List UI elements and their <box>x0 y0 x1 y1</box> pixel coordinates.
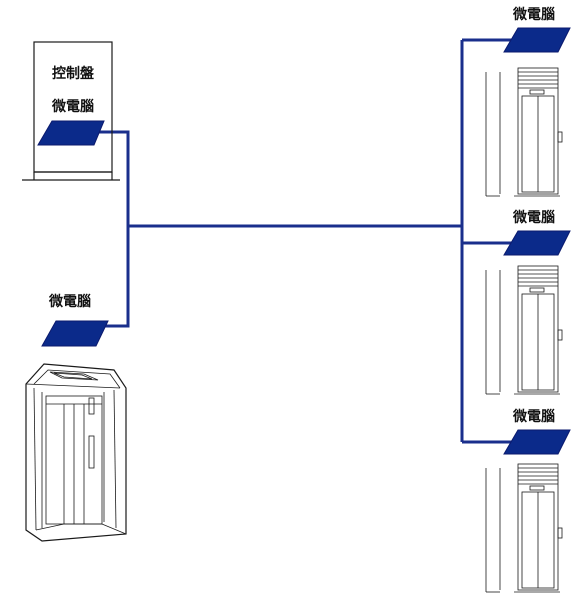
elevator-car-icon <box>25 363 127 542</box>
control-panel-cabinet: 控制盤 微電腦 <box>22 41 120 181</box>
control-panel-title: 控制盤 <box>52 65 95 82</box>
hall-elevator-2: 微電腦 <box>485 209 571 395</box>
network-wiring <box>98 38 516 444</box>
control-panel-computer-label: 微電腦 <box>51 98 94 115</box>
wire-main-car <box>98 226 130 328</box>
hall-elevator-1-computer-label: 微電腦 <box>512 6 555 23</box>
hall-elevator-1-microcomputer-icon <box>503 27 571 53</box>
main-car-group: 微電腦 <box>25 293 127 542</box>
hall-elevator-1: 微電腦 <box>485 6 571 197</box>
hall-elevator-2-microcomputer-icon <box>503 230 571 256</box>
hall-elevator-3-computer-label: 微電腦 <box>512 408 555 425</box>
hall-elevator-3: 微電腦 <box>485 408 571 593</box>
elevator-door-icon <box>485 67 563 197</box>
main-car-computer-label: 微電腦 <box>48 293 91 310</box>
control-panel-microcomputer-icon <box>37 120 105 146</box>
hall-elevator-2-computer-label: 微電腦 <box>512 209 555 226</box>
wire-control-panel <box>98 130 130 226</box>
main-car-microcomputer-icon <box>41 320 109 347</box>
elevator-door-icon <box>485 463 563 593</box>
elevator-door-icon <box>485 265 563 395</box>
hall-elevator-3-microcomputer-icon <box>503 429 571 455</box>
